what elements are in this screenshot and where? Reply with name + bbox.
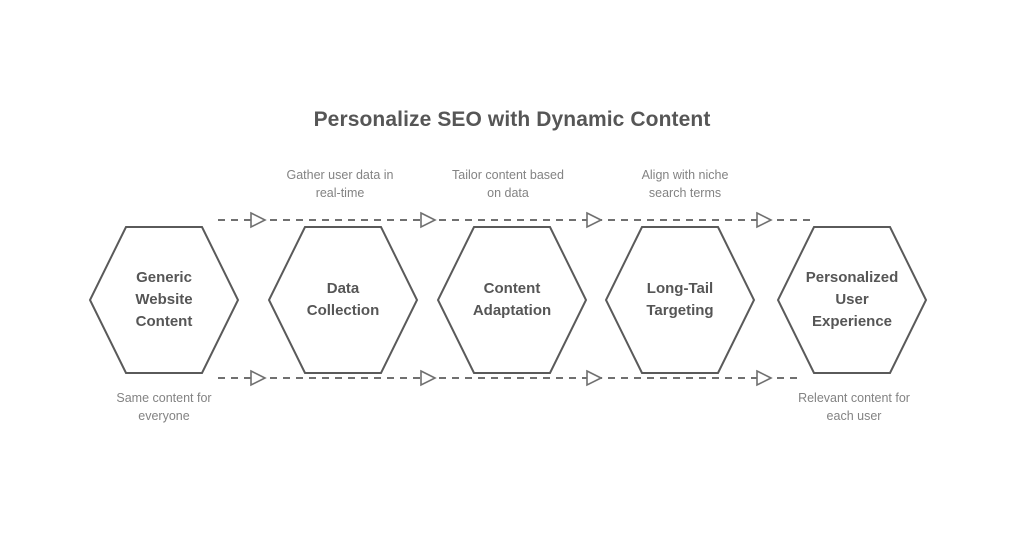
annotation-align-niche-terms: Align with niche search terms — [641, 168, 729, 201]
hexagon-shape — [776, 226, 928, 374]
node-label: Content Adaptation — [472, 280, 552, 319]
page-title: Personalize SEO with Dynamic Content — [313, 108, 711, 131]
hexagon-shape — [436, 226, 588, 374]
node-content-adaptation[interactable]: Content Adaptation — [436, 225, 588, 375]
node-data-collection[interactable]: Data Collection — [267, 225, 419, 375]
hexagon-shape — [88, 226, 240, 374]
node-label: Generic Website Content — [135, 269, 193, 330]
annotation-same-content-everyone: Same content for everyone — [116, 391, 212, 424]
annotation-relevant-content-each-user: Relevant content for each user — [798, 391, 910, 424]
node-generic-website-content[interactable]: Generic Website Content — [88, 225, 240, 375]
annotation-tailor-content: Tailor content based on data — [452, 168, 564, 201]
node-personalized-user-experience[interactable]: Personalized User Experience — [776, 225, 928, 375]
node-long-tail-targeting[interactable]: Long-Tail Targeting — [604, 225, 756, 375]
hexagon-shape — [267, 226, 419, 374]
node-label: Personalized User Experience — [805, 269, 899, 330]
hexagon-shape — [604, 226, 756, 374]
node-label: Data Collection — [306, 280, 380, 319]
annotation-gather-user-data: Gather user data in real-time — [286, 168, 394, 201]
node-label: Long-Tail Targeting — [646, 280, 714, 319]
